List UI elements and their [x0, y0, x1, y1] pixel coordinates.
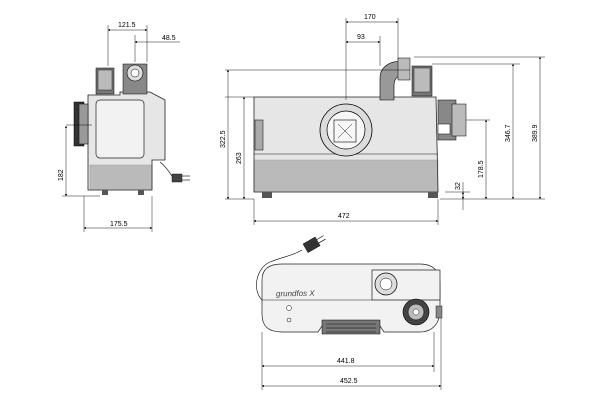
dim-front-32: 32: [455, 182, 462, 190]
front-view-base: [253, 159, 439, 193]
dim-side-175: 175.5: [110, 221, 128, 228]
dim-front-389: 389.9: [532, 124, 539, 142]
dim-front-178: 178.5: [478, 160, 485, 178]
brand-logo: grundfos X: [276, 289, 316, 299]
side-view-plug: [171, 173, 183, 183]
front-view: 170 93 322.5 263 32 178.5 346.7 389.9: [220, 14, 545, 225]
dim-front-170: 170: [364, 14, 376, 21]
dim-side-182: 182: [58, 169, 65, 181]
dim-front-346: 346.7: [505, 124, 512, 142]
dim-side-121: 121.5: [118, 22, 136, 29]
dim-side-48: 48.5: [162, 35, 176, 42]
dim-top-441: 441.8: [337, 358, 355, 365]
dim-top-452: 452.5: [340, 378, 358, 385]
top-view-grille: [321, 319, 381, 335]
dim-front-93: 93: [357, 34, 365, 41]
dim-front-263: 263: [236, 152, 243, 164]
dim-front-472: 472: [338, 213, 350, 220]
top-view: grundfos X 441.8 452.5: [256, 235, 443, 390]
side-view-tank: [95, 99, 145, 159]
side-view-base: [89, 164, 153, 191]
dim-front-322: 322.5: [220, 130, 227, 148]
side-view: 121.5 48.5 182 175.5: [58, 22, 190, 232]
top-view-plug: [302, 235, 326, 253]
